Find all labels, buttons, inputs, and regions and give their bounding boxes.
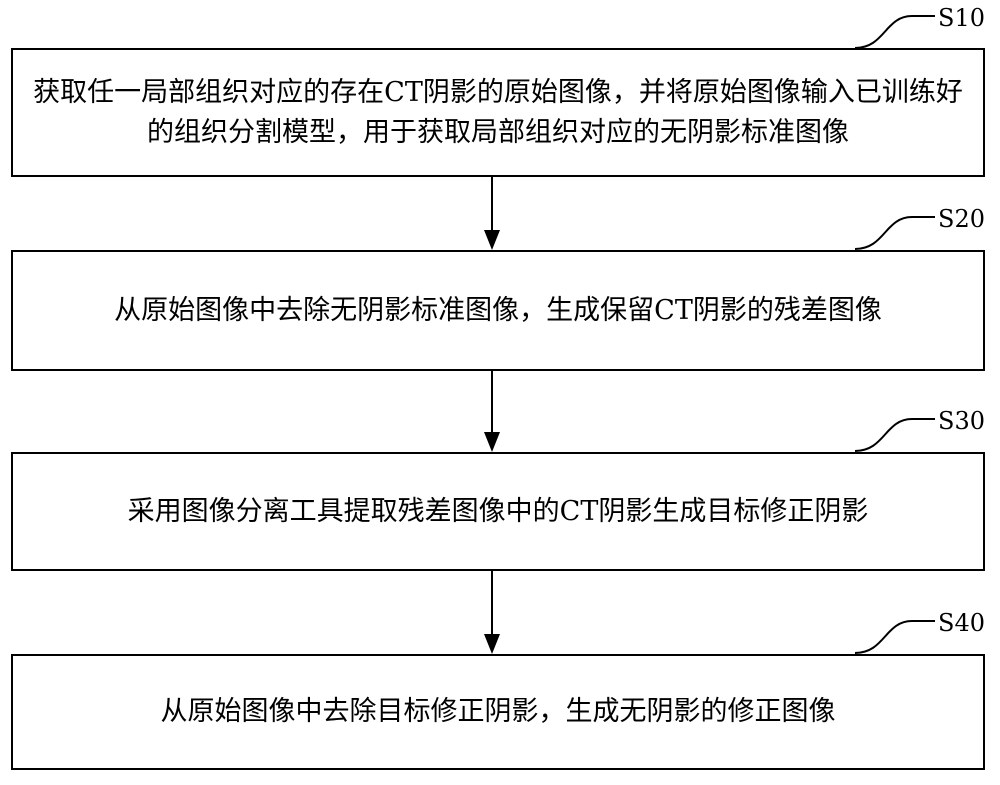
step-box-s10: 获取任一局部组织对应的存在CT阴影的原始图像，并将原始图像输入已训练好的组织分割… [11,48,985,177]
arrow-s10-s20 [484,177,500,250]
step-label-s20: S20 [938,205,985,233]
step-text-s10: 获取任一局部组织对应的存在CT阴影的原始图像，并将原始图像输入已训练好的组织分割… [33,76,963,148]
step-box-s40: 从原始图像中去除目标修正阴影，生成无阴影的修正图像 [11,654,985,770]
step-box-s30: 采用图像分离工具提取残差图像中的CT阴影生成目标修正阴影 [11,452,985,571]
step-text-s30: 采用图像分离工具提取残差图像中的CT阴影生成目标修正阴影 [127,495,869,527]
step-text-s40: 从原始图像中去除目标修正阴影，生成无阴影的修正图像 [160,696,836,727]
arrow-s20-s30 [484,371,500,452]
leader-line-s20 [854,216,935,250]
leader-line-s30 [854,418,935,452]
arrow-s30-s40 [484,571,500,654]
step-label-s30: S30 [938,407,985,435]
leader-line-s40 [854,620,935,654]
step-label-s10: S10 [938,4,985,32]
step-label-s40: S40 [938,609,985,637]
leader-line-s10 [854,15,935,49]
step-text-s20: 从原始图像中去除无阴影标准图像，生成保留CT阴影的残差图像 [114,294,882,326]
step-box-s20: 从原始图像中去除无阴影标准图像，生成保留CT阴影的残差图像 [11,250,985,371]
